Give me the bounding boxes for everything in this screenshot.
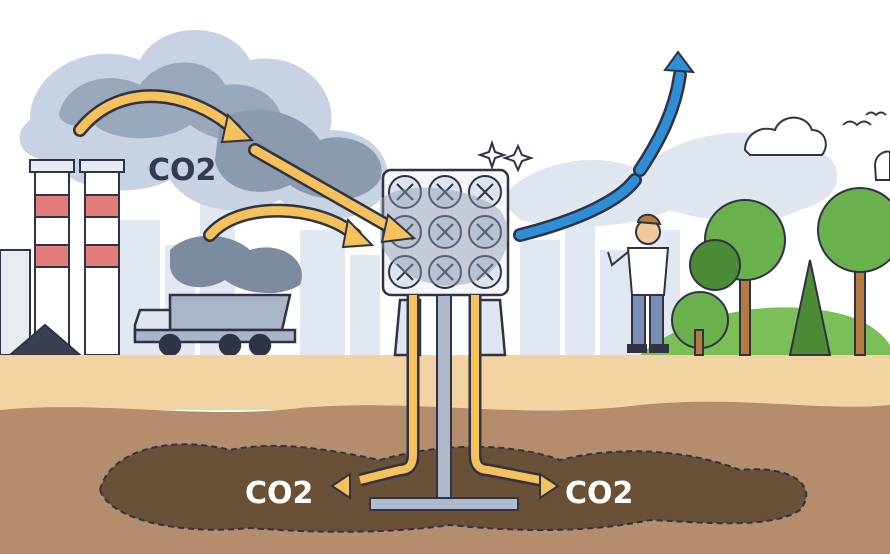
clean-air-arrow <box>513 50 696 242</box>
co2-flow-arrows <box>73 89 402 242</box>
haze-over-unit <box>380 187 508 286</box>
dump-truck <box>133 293 297 357</box>
birds <box>842 111 887 127</box>
storage-pocket <box>98 443 808 533</box>
co2-storage-label-left: CO2 <box>245 476 313 511</box>
trees <box>671 187 890 356</box>
injection-pipes <box>358 294 542 511</box>
underground-co2-arrows <box>330 472 560 500</box>
co2-arrowheads <box>220 112 417 249</box>
person-figure <box>607 213 670 353</box>
co2-air-label: CO2 <box>148 153 216 188</box>
co2-storage-label-right: CO2 <box>565 476 633 511</box>
sparkle-icon <box>476 139 535 173</box>
factory-smokestacks <box>0 159 125 356</box>
white-cloud <box>743 116 890 181</box>
